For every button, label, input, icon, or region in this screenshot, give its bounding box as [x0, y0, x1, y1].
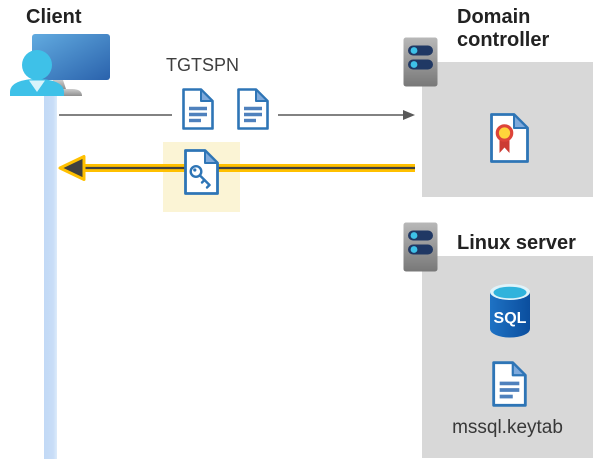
domain-controller-label: Domain controller — [457, 6, 550, 51]
spn-document-icon — [237, 88, 269, 130]
certificate-icon — [490, 113, 529, 163]
user-icon — [10, 50, 64, 96]
keytab-document-icon — [492, 361, 527, 407]
tgt-document-icon — [182, 88, 214, 130]
client-workstation-icon — [10, 34, 110, 96]
domain-controller-server-icon — [403, 37, 438, 87]
client-label: Client — [26, 6, 82, 28]
tgt-label: TGT — [166, 55, 202, 75]
key-ticket-icon — [184, 149, 219, 195]
ticket-documents — [172, 84, 278, 134]
sql-label: SQL — [494, 310, 527, 327]
keytab-label: mssql.keytab — [452, 417, 563, 438]
linux-server-label: Linux server — [457, 232, 576, 254]
spn-label: SPN — [202, 55, 240, 75]
client-timeline-bar — [44, 94, 57, 459]
linux-server-icon — [403, 222, 438, 272]
response-arrow-icon — [58, 155, 415, 181]
sql-database-icon: SQL — [490, 284, 530, 338]
key-icon — [189, 165, 211, 189]
